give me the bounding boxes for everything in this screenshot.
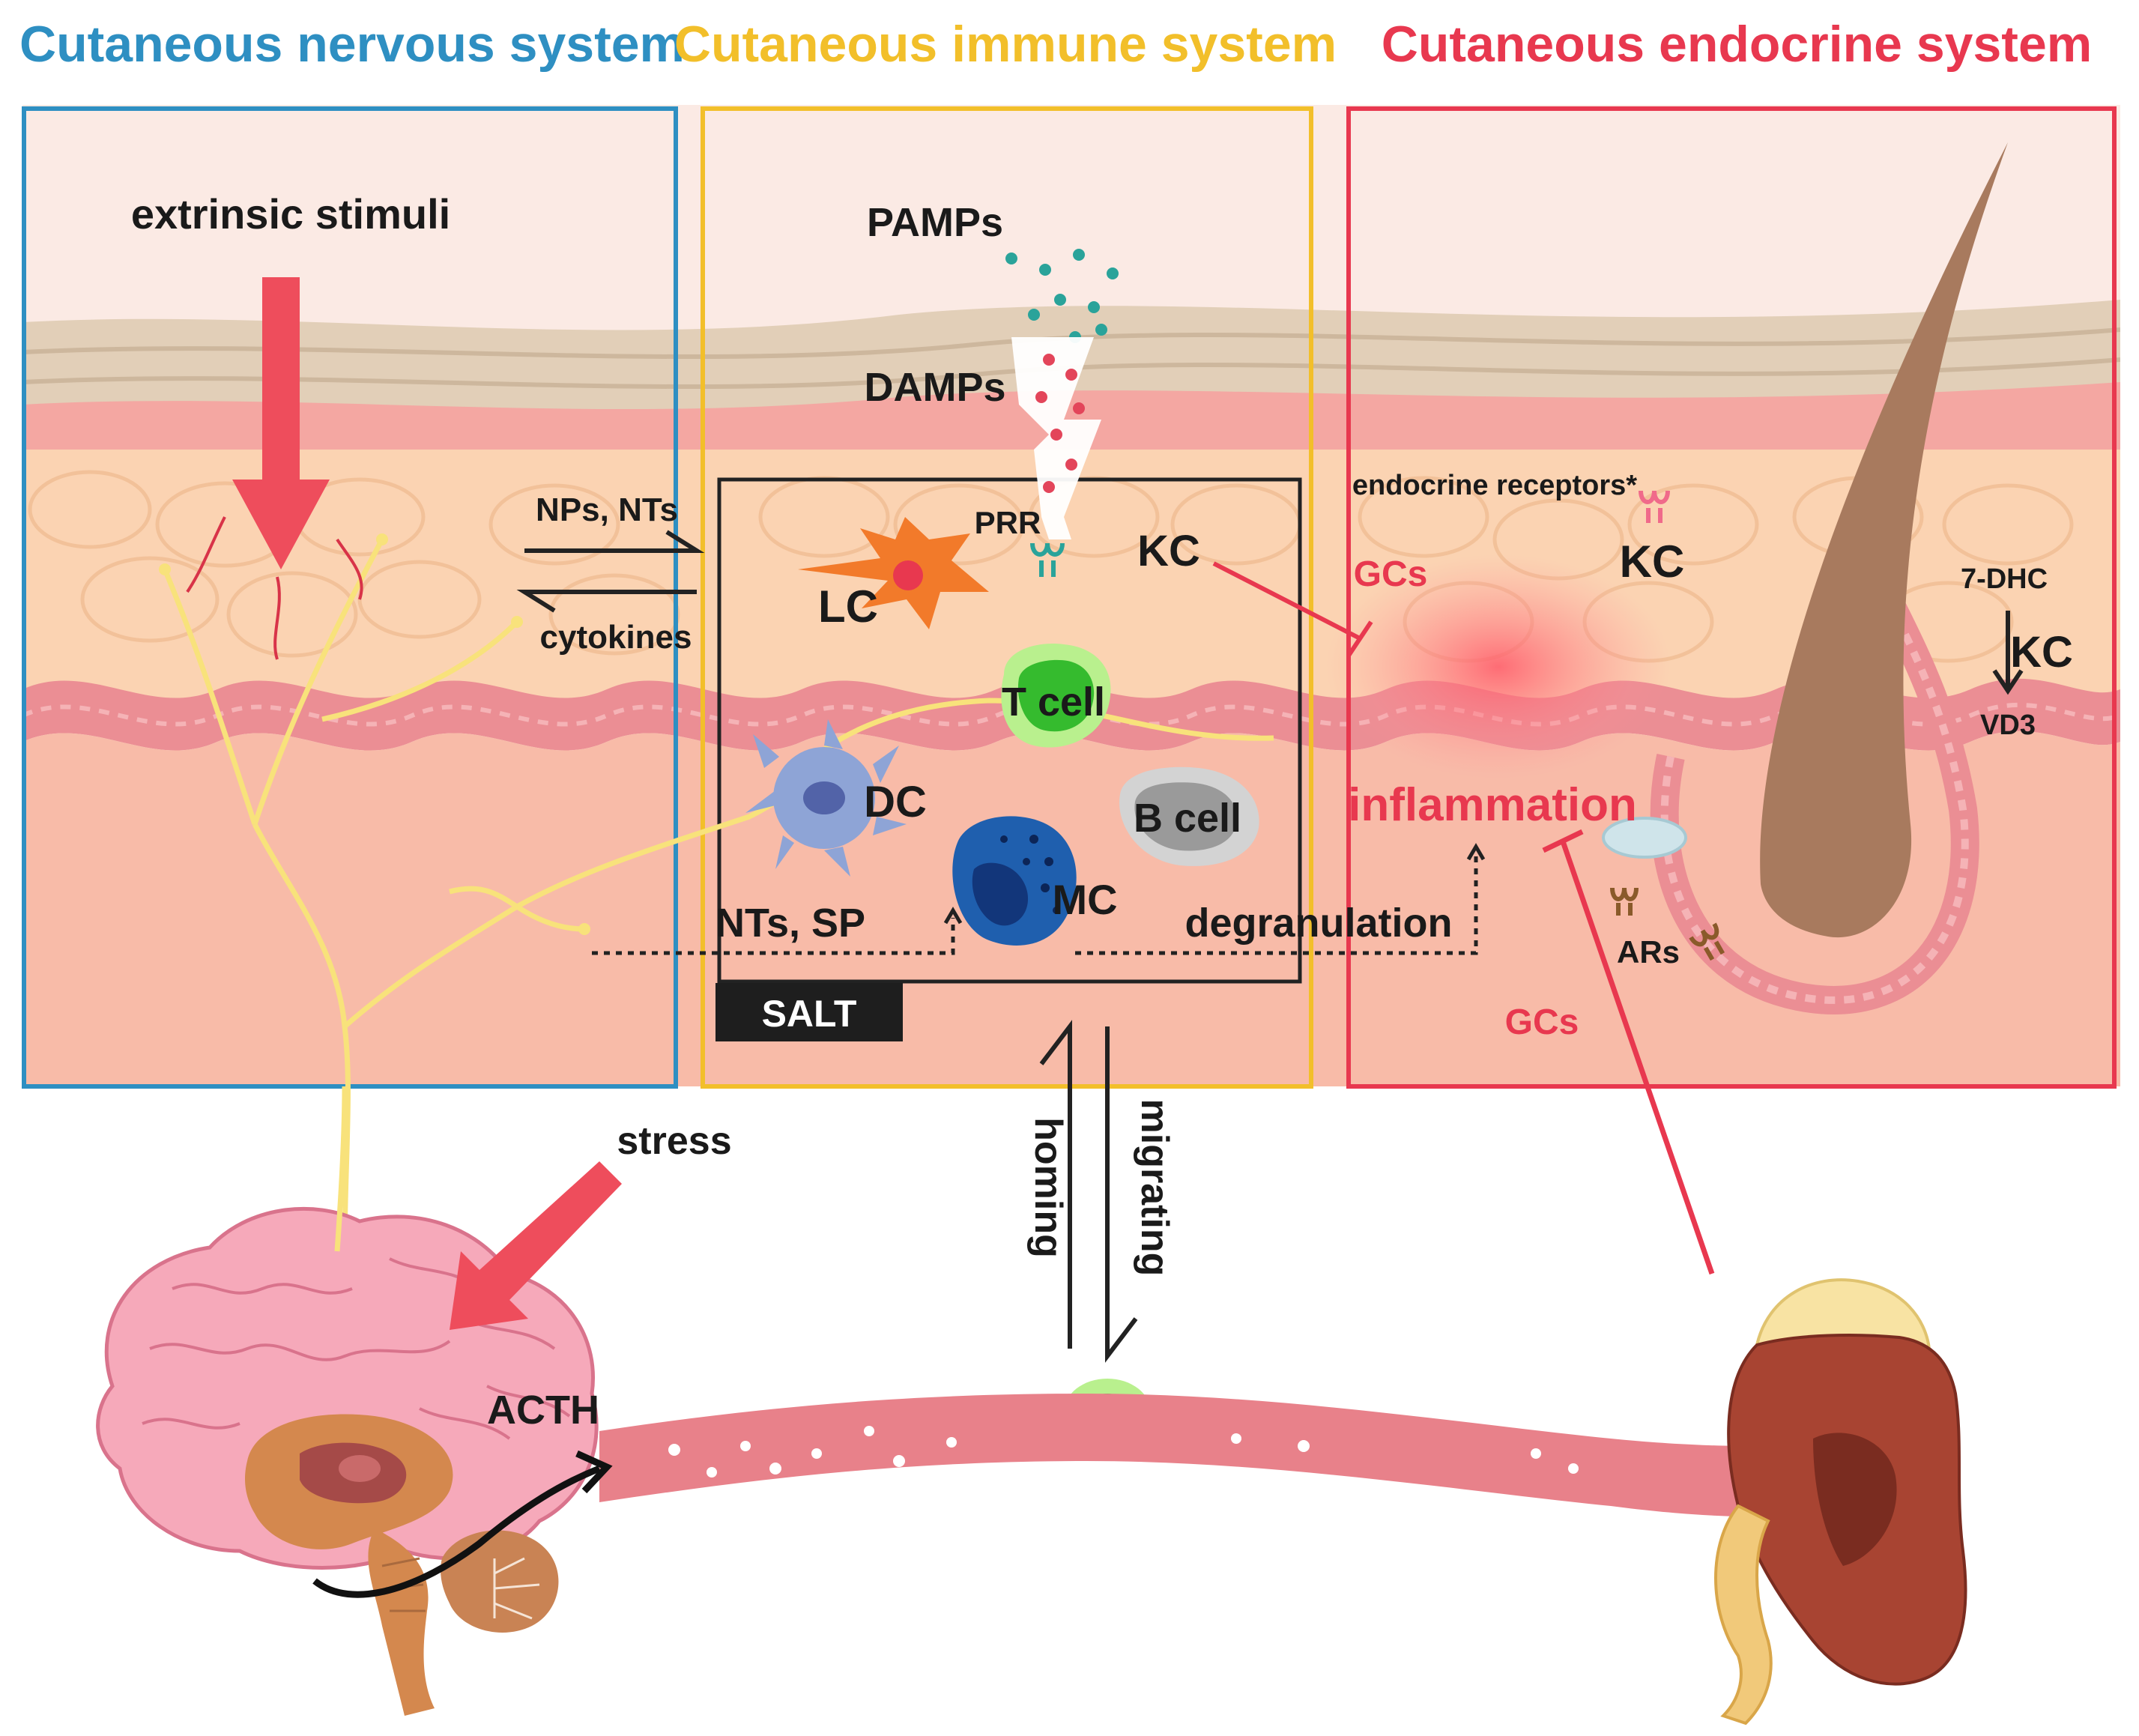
label-nps-nts: NPs, NTs — [536, 492, 678, 528]
prr-receptor-icon — [1030, 542, 1065, 577]
label-endocrine-receptors: endocrine receptors* — [1352, 470, 1637, 501]
salt-tag — [715, 983, 903, 1041]
label-b-cell: B cell — [1134, 796, 1241, 841]
nerve-trunk-to-brain — [334, 1086, 348, 1252]
damps-particles[interactable] — [1035, 354, 1085, 493]
label-degranulation: degranulation — [1185, 901, 1452, 946]
label-damps: DAMPs — [864, 365, 1005, 410]
nerve-ending — [578, 923, 590, 935]
degranulation-arrowhead — [1466, 843, 1486, 861]
label-gcs-bottom: GCs — [1505, 1002, 1579, 1042]
mast-cell-nucleus — [972, 862, 1029, 926]
label-stress: stress — [617, 1119, 731, 1163]
vd3-synthesis-arrow — [1992, 611, 2024, 695]
mast-cell-granules — [1000, 835, 1060, 914]
label-vd3: VD3 — [1980, 710, 2036, 741]
stimuli-damage-marks — [186, 516, 363, 660]
label-kc-endocrine: KC — [1620, 536, 1685, 587]
degranulation-arrowhead — [943, 907, 963, 925]
nerve-ending — [376, 533, 388, 545]
pamps-particles[interactable] — [1005, 249, 1119, 343]
endocrine-system-box — [1346, 106, 2117, 1089]
label-ars: ARs — [1617, 934, 1680, 970]
label-t-cell: T cell — [1002, 680, 1105, 725]
dendritic-cell-nucleus — [803, 781, 845, 814]
label-kc-vd3: KC — [2010, 628, 2073, 677]
t-cell-core — [1017, 659, 1095, 732]
hair-follicle — [1602, 142, 2008, 1014]
label-gcs-top: GCs — [1354, 554, 1428, 594]
label-migrating: migrating — [1133, 1099, 1176, 1277]
sebaceous-gland — [1602, 817, 1687, 859]
kc-inhibition-line — [1212, 561, 1361, 641]
stress-arrow — [450, 1161, 622, 1330]
label-inflammation: inflammation — [1348, 779, 1637, 831]
label-lc: LC — [818, 581, 878, 632]
label-mc: MC — [1052, 876, 1117, 923]
title-nervous: Cutaneous nervous system — [19, 16, 685, 73]
title-endocrine: Cutaneous endocrine system — [1382, 16, 2092, 73]
label-pamps: PAMPs — [867, 200, 1003, 245]
salt-box — [717, 477, 1302, 984]
nerve-ending — [159, 563, 171, 575]
blood-vessel[interactable] — [599, 1394, 1828, 1517]
inflammation-glow — [1326, 554, 1671, 779]
label-cytokines: cytokines — [540, 619, 692, 656]
label-7-dhc: 7-DHC — [1961, 563, 2048, 595]
langerhans-cell-nucleus — [893, 560, 923, 590]
hpa-axis-arrow — [312, 1465, 601, 1598]
exchange-arrows — [516, 530, 705, 613]
blood-particles — [668, 1426, 1579, 1478]
title-immune: Cutaneous immune system — [674, 16, 1337, 73]
label-nts-sp: NTs, SP — [715, 901, 865, 946]
androgen-receptor-icon — [1610, 887, 1639, 916]
endocrine-receptor-icon — [1639, 490, 1670, 523]
gcs-inhibition-line — [1559, 838, 1715, 1275]
label-dc: DC — [864, 778, 927, 826]
label-acth: ACTH — [487, 1388, 599, 1433]
immune-system-box — [701, 106, 1313, 1089]
label-kc-immune: KC — [1137, 527, 1200, 575]
homing-migrating-arrows — [1039, 1020, 1138, 1363]
b-cell-core — [1134, 782, 1237, 851]
extrinsic-stimuli-arrow — [232, 277, 330, 569]
label-extrinsic-stimuli: extrinsic stimuli — [131, 190, 450, 238]
gcs-inhibition-bar — [1542, 829, 1584, 853]
nerve-ending — [511, 616, 523, 628]
degranulation-paths — [592, 854, 1478, 955]
label-prr: PRR — [975, 505, 1041, 540]
androgen-receptor-icon — [1689, 922, 1725, 961]
hpa-arrowhead — [575, 1450, 613, 1494]
label-salt: SALT — [762, 993, 857, 1035]
adrenal-kidney[interactable] — [1714, 1278, 1967, 1726]
kc-inhibition-bar — [1346, 620, 1373, 657]
label-homing: homing — [1026, 1117, 1070, 1258]
skin-cross-section — [22, 105, 2120, 1086]
